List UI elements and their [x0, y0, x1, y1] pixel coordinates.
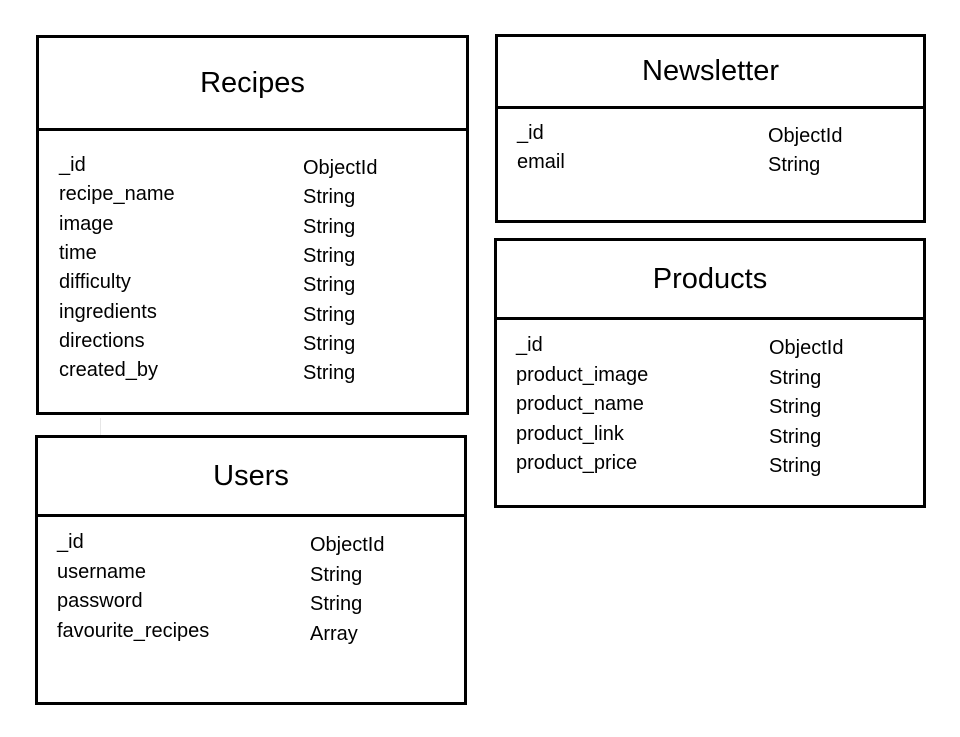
field-name: username	[57, 560, 146, 583]
field-name: _id	[516, 334, 543, 356]
users-table-title: Users	[38, 438, 464, 517]
field-name: difficulty	[59, 271, 131, 294]
field-name: time	[59, 241, 97, 264]
products-table-title: Products	[497, 241, 923, 320]
field-name: product_name	[516, 393, 644, 415]
field-type: String	[303, 303, 356, 326]
field-name: _id	[59, 154, 86, 176]
field-name: directions	[59, 329, 145, 352]
field-type: String	[303, 274, 356, 297]
field-type: String	[769, 396, 822, 418]
field-name: recipe_name	[59, 183, 175, 206]
field-name: favourite_recipes	[57, 619, 210, 642]
field-type: String	[768, 154, 821, 176]
newsletter-table: Newsletter _id ObjectId email String	[495, 34, 926, 223]
field-type: String	[769, 366, 822, 389]
field-type: Array	[310, 622, 358, 645]
field-type: String	[769, 455, 822, 477]
field-type: ObjectId	[768, 125, 843, 147]
field-type: String	[303, 244, 356, 267]
field-type: String	[303, 215, 356, 238]
field-type: String	[303, 186, 356, 209]
field-type: String	[310, 593, 363, 615]
field-name: product_price	[516, 452, 638, 474]
field-type: String	[769, 425, 822, 448]
field-name: password	[57, 590, 143, 612]
field-name: _id	[57, 531, 84, 553]
field-type: String	[303, 362, 356, 385]
field-type: ObjectId	[310, 534, 385, 556]
field-name: _id	[517, 122, 544, 144]
field-type: ObjectId	[303, 157, 378, 179]
field-type: String	[310, 563, 363, 586]
newsletter-table-title: Newsletter	[498, 37, 923, 109]
field-name: product_image	[516, 363, 649, 386]
field-name: created_by	[59, 359, 158, 382]
field-name: product_link	[516, 422, 624, 445]
recipes-table-title: Recipes	[39, 38, 466, 131]
field-name: email	[517, 151, 565, 173]
field-name: ingredients	[59, 300, 157, 323]
field-type: String	[303, 332, 356, 355]
field-type: ObjectId	[769, 337, 844, 359]
field-name: image	[59, 212, 114, 235]
